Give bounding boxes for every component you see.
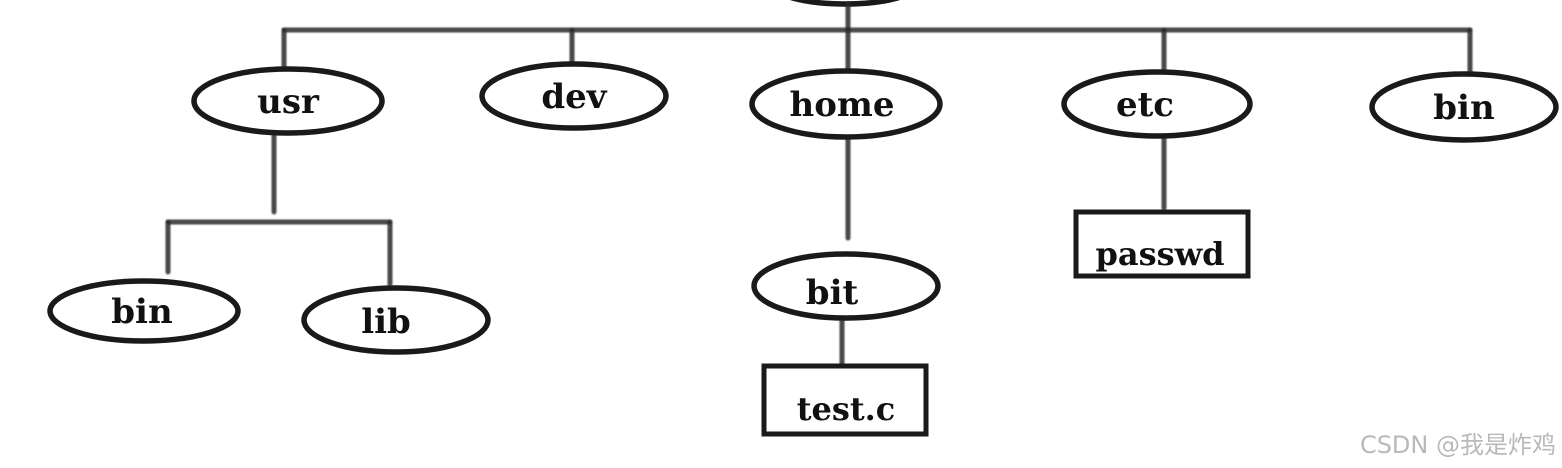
node-bin-usr-label: bin	[111, 292, 172, 332]
node-bin-top-label: bin	[1433, 88, 1494, 128]
node-bin-top: bin	[1369, 71, 1559, 143]
tree-edges	[165, 1, 1473, 367]
node-lib-label: lib	[361, 302, 411, 342]
node-usr-label: usr	[257, 82, 320, 122]
file-passwd: passwd	[1073, 209, 1251, 279]
node-dev: dev	[479, 61, 669, 131]
node-home-label: home	[789, 85, 894, 125]
node-etc-label: etc	[1116, 85, 1174, 125]
node-bit: bit	[751, 251, 941, 321]
node-bit-label: bit	[806, 273, 859, 313]
root-node-partial	[789, 0, 901, 7]
node-dev-label: dev	[541, 77, 607, 117]
node-etc: etc	[1061, 69, 1253, 139]
node-usr: usr	[191, 66, 385, 136]
watermark: CSDN @我是炸鸡	[1359, 431, 1556, 459]
file-test-c: test.c	[761, 363, 929, 437]
node-home: home	[749, 68, 943, 140]
file-test-c-label: test.c	[797, 390, 896, 428]
file-passwd-label: passwd	[1095, 235, 1224, 273]
node-lib: lib	[301, 285, 491, 355]
node-bin-usr: bin	[47, 278, 241, 344]
